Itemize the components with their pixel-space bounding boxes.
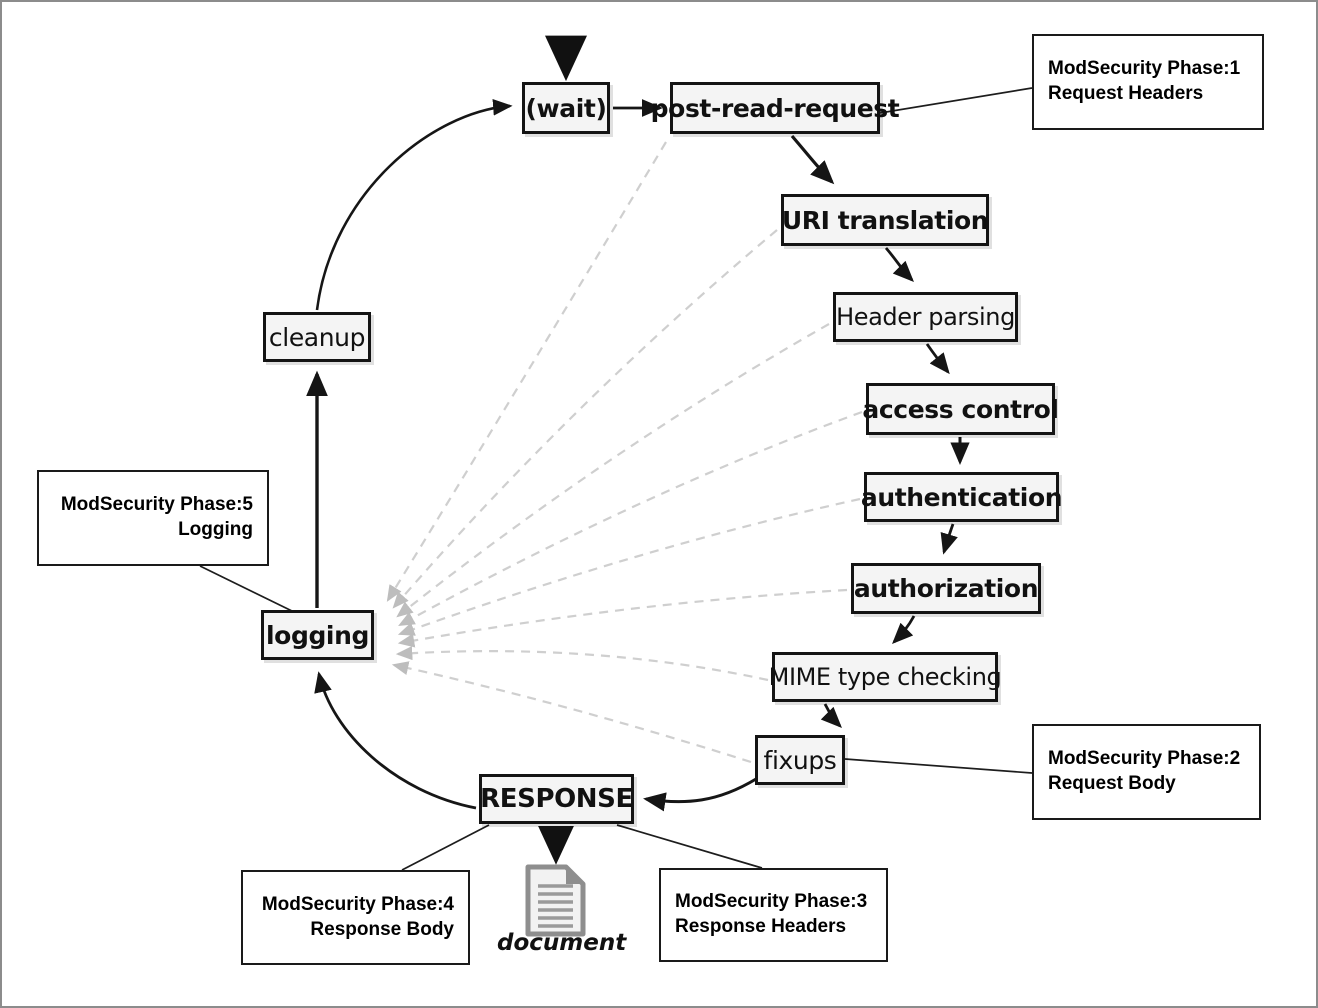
annotation-phase-5-line1: ModSecurity Phase:5 (60, 494, 253, 516)
annotation-phase-1-line1: ModSecurity Phase:1 (1048, 58, 1241, 80)
node-header-parsing[interactable]: Header parsing (833, 292, 1018, 342)
annotation-phase-3-line1: ModSecurity Phase:3 (675, 891, 868, 913)
leader-phase-4 (401, 824, 490, 871)
annotation-phase-1-line2: Request Headers (1048, 83, 1204, 104)
node-response[interactable]: RESPONSE (479, 774, 634, 824)
node-logging-label: logging (266, 620, 369, 650)
node-header-parsing-label: Header parsing (836, 303, 1015, 331)
annotation-phase-4-line2: Response Body (310, 918, 454, 940)
node-cleanup-label: cleanup (268, 322, 366, 352)
node-authentication[interactable]: authentication (860, 472, 1063, 522)
node-response-label: RESPONSE (480, 784, 633, 814)
node-fixups[interactable]: fixups (755, 735, 845, 785)
node-authorization-label: authorization (853, 574, 1039, 603)
node-logging[interactable]: logging (261, 610, 374, 660)
edge-cleanup-wait (315, 99, 513, 311)
annotation-phase-5: ModSecurity Phase:5 Logging (37, 470, 269, 566)
annotation-phase-3-line2: Response Headers (675, 916, 847, 937)
leader-phase-2 (844, 758, 1033, 774)
edge-header-parsing-access-control (925, 343, 950, 375)
node-wait[interactable]: (wait) (522, 82, 610, 134)
edge-fixups-response (643, 777, 757, 812)
dashed-edge-mime-type-checking (395, 646, 769, 682)
node-access-control-label: access control (862, 394, 1059, 424)
leader-phase-1 (879, 87, 1033, 114)
edge-post-read-request-uri-translation (790, 134, 835, 185)
logging-dashed-edges (386, 141, 863, 764)
node-cleanup[interactable]: cleanup (263, 312, 371, 362)
annotation-phase-4-line1: ModSecurity Phase:4 (261, 893, 454, 915)
annotation-phase-2: ModSecurity Phase:2 Request Body (1032, 724, 1261, 820)
node-uri-translation[interactable]: URI translation (781, 194, 989, 246)
node-uri-translation-label: URI translation (781, 205, 989, 235)
document-icon (525, 864, 586, 937)
node-access-control[interactable]: access control (862, 383, 1059, 435)
flow-edges (306, 35, 970, 865)
node-authentication-label: authentication (860, 482, 1063, 512)
node-wait-label: (wait) (525, 93, 607, 123)
node-post-read-request[interactable]: post-read-request (651, 82, 900, 134)
node-authorization[interactable]: authorization (851, 563, 1041, 614)
dashed-edge-header-parsing (396, 323, 830, 618)
node-mime-type-checking-label: MIME type checking (768, 663, 1002, 691)
document-label: document (497, 930, 627, 956)
annotation-phase-2-line1: ModSecurity Phase:2 (1048, 748, 1241, 770)
dashed-edge-access-control (398, 410, 863, 627)
annotation-phase-1: ModSecurity Phase:1 Request Headers (1032, 34, 1264, 130)
dashed-edge-post-read-request (386, 141, 667, 602)
edge-mime-type-checking-fixups (820, 703, 842, 728)
node-mime-type-checking[interactable]: MIME type checking (769, 652, 1002, 702)
node-post-read-request-label: post-read-request (650, 93, 900, 123)
callout-leader-lines (199, 87, 1033, 871)
edge-authorization-mime-type-checking (892, 615, 916, 644)
leader-phase-3 (616, 824, 763, 869)
leader-phase-5 (199, 565, 293, 612)
annotation-phase-3: ModSecurity Phase:3 Response Headers (659, 868, 888, 962)
edge-authentication-authorization (940, 523, 958, 555)
dashed-edge-uri-translation (392, 229, 778, 609)
dashed-edge-authentication (397, 497, 861, 636)
annotation-phase-2-line2: Request Body (1048, 773, 1176, 794)
node-fixups-label: fixups (763, 745, 837, 775)
edge-response-logging (314, 671, 477, 810)
dashed-edge-authorization (397, 588, 848, 648)
dashed-edge-fixups (391, 661, 752, 764)
annotation-phase-5-line2: Logging (178, 519, 253, 540)
annotation-phase-4: ModSecurity Phase:4 Response Body (241, 870, 470, 965)
edge-uri-translation-header-parsing (884, 247, 914, 282)
